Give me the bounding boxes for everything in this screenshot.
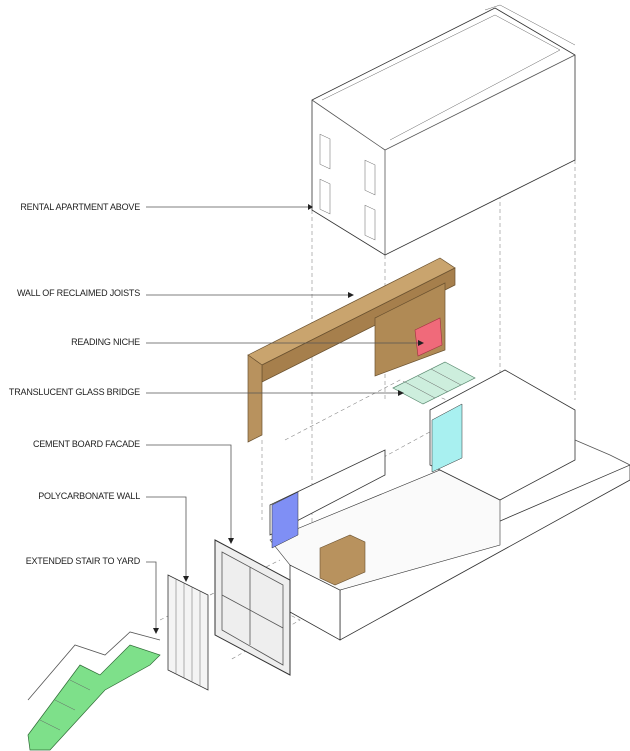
label-cement-board-facade: CEMENT BOARD FACADE bbox=[32, 439, 140, 449]
label-polycarbonate-wall: POLYCARBONATE WALL bbox=[38, 491, 140, 501]
label-reading-niche: READING NICHE bbox=[71, 337, 140, 347]
label-rental-apartment: RENTAL APARTMENT ABOVE bbox=[20, 202, 140, 212]
leader-lines bbox=[146, 204, 424, 634]
rental-apartment-volume bbox=[311, 4, 576, 256]
cement-board-facade bbox=[214, 539, 291, 676]
reclaimed-joist-wall bbox=[247, 257, 476, 443]
window-icons bbox=[319, 133, 376, 241]
label-reclaimed-joists: WALL OF RECLAIMED JOISTS bbox=[16, 288, 140, 298]
reading-niche bbox=[414, 317, 443, 357]
label-extended-stair: EXTENDED STAIR TO YARD bbox=[25, 556, 140, 566]
glass-bridge bbox=[392, 361, 476, 405]
label-glass-bridge: TRANSLUCENT GLASS BRIDGE bbox=[8, 387, 140, 397]
polycarbonate-wall bbox=[167, 574, 209, 691]
extended-stair bbox=[27, 631, 161, 751]
ground-floor-volume bbox=[269, 369, 630, 641]
